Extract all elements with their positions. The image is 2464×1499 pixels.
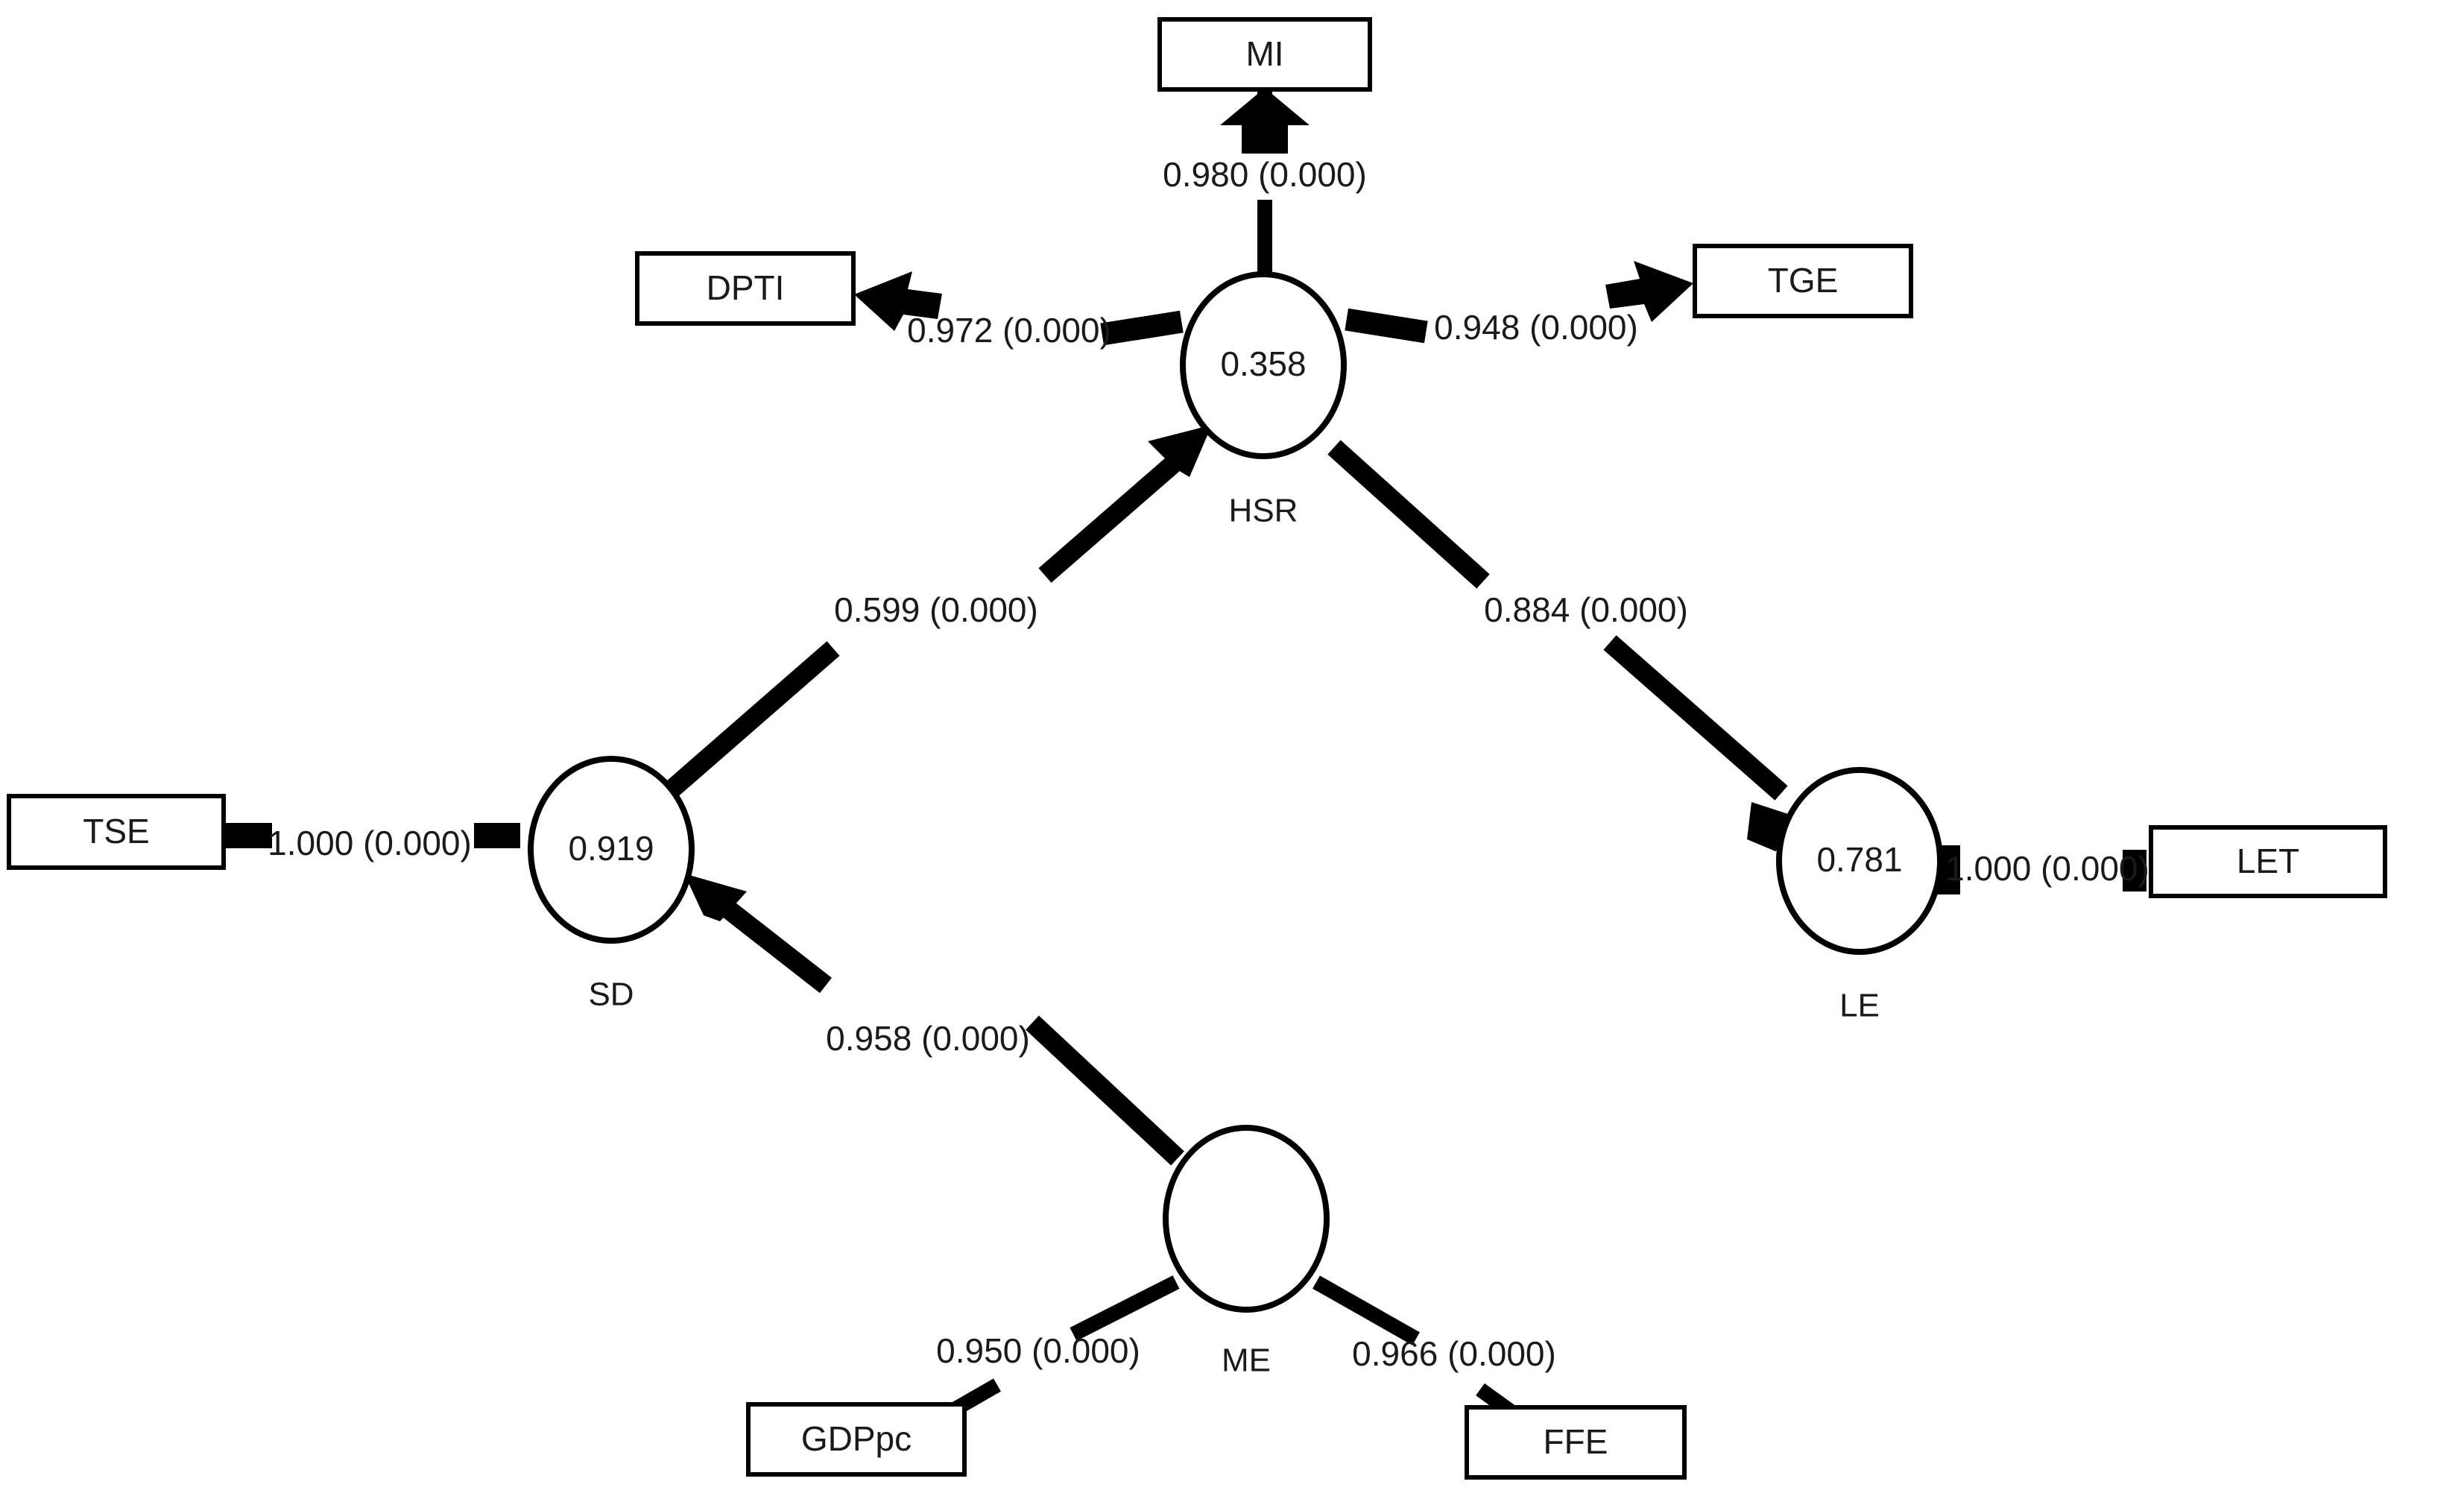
indicator-box-dpti-label: DPTI — [707, 268, 785, 307]
indicator-box-ffe-rect — [1465, 1405, 1687, 1480]
path-hsr-to-dpti-stub — [1100, 310, 1184, 346]
path-label-hsr-tge: 0.948 (0.000) — [1434, 308, 1638, 347]
construct-hsr-r-squared: 0.358 — [1220, 344, 1306, 383]
indicator-box-tge[interactable]: TGE — [1693, 244, 1913, 318]
construct-me-name: ME — [1222, 1342, 1271, 1379]
path-label-hsr-dpti: 0.972 (0.000) — [907, 311, 1111, 350]
path-hsr-to-le-segment-upper — [1327, 440, 1490, 589]
path-sd-to-hsr-segment-upper — [1038, 449, 1189, 583]
construct-circle-sd[interactable]: 0.919 SD — [528, 756, 695, 1013]
construct-circle-hsr[interactable]: 0.358 HSR — [1180, 271, 1347, 529]
path-me-to-gdppc-segment-upper — [1070, 1275, 1180, 1341]
path-sd-to-hsr — [664, 425, 1212, 798]
indicator-box-let-rect — [2149, 825, 2387, 898]
indicator-box-mi-rect — [1157, 17, 1372, 92]
construct-le-name: LE — [1839, 988, 1880, 1024]
path-me-to-sd-segment-lower — [1026, 1015, 1184, 1166]
path-sd-to-tse-stub-near-circle — [474, 823, 520, 848]
indicator-box-gdppc-label: GDPpc — [801, 1419, 912, 1458]
indicator-box-let[interactable]: LET — [2149, 825, 2387, 898]
path-le-to-let-stub-near-box — [2123, 850, 2146, 891]
path-hsr-to-tge-arrowhead — [1605, 261, 1693, 322]
construct-sd-r-squared: 0.919 — [568, 829, 654, 868]
path-me-to-sd-arrowhead — [684, 874, 747, 921]
path-hsr-to-le-segment-lower — [1603, 635, 1788, 801]
path-me-to-sd — [684, 874, 1184, 1166]
indicator-box-mi[interactable]: MI — [1157, 17, 1372, 92]
indicator-box-ffe-label: FFE — [1544, 1422, 1608, 1461]
path-hsr-to-dpti — [854, 271, 1184, 346]
indicator-box-tge-rect — [1693, 244, 1913, 318]
indicator-box-gdppc-rect — [746, 1402, 967, 1477]
path-hsr-to-le — [1327, 440, 1816, 851]
indicator-box-tse-rect — [7, 794, 226, 870]
path-label-me-sd: 0.958 (0.000) — [826, 1019, 1030, 1058]
indicator-box-tse[interactable]: TSE — [7, 794, 226, 870]
construct-hsr-name: HSR — [1229, 493, 1298, 529]
path-sd-to-hsr-arrowhead — [1148, 425, 1212, 477]
path-hsr-to-dpti-arrowhead — [854, 271, 942, 331]
path-label-hsr-le: 0.884 (0.000) — [1484, 590, 1688, 629]
path-label-me-ffe: 0.966 (0.000) — [1352, 1334, 1556, 1373]
path-label-sd-tse: 1.000 (0.000) — [268, 824, 472, 862]
path-sd-to-tse — [226, 823, 520, 848]
indicator-box-tge-label: TGE — [1768, 261, 1839, 300]
indicator-box-tse-label: TSE — [83, 812, 149, 851]
construct-circle-sd-shape — [528, 756, 695, 944]
path-label-sd-hsr: 0.599 (0.000) — [834, 590, 1038, 629]
construct-circle-me[interactable]: ME — [1163, 1125, 1330, 1379]
path-label-me-gdppc: 0.950 (0.000) — [936, 1331, 1140, 1370]
path-sd-to-tse-stub-near-box — [226, 823, 272, 848]
indicator-box-dpti-rect — [635, 251, 856, 326]
path-me-to-sd-segment-upper — [710, 892, 833, 994]
path-hsr-to-tge — [1345, 261, 1693, 344]
construct-circle-hsr-shape — [1180, 271, 1347, 459]
path-sd-to-hsr-segment-lower — [664, 641, 840, 798]
indicator-box-gdppc[interactable]: GDPpc — [746, 1402, 967, 1477]
construct-le-r-squared: 0.781 — [1816, 840, 1902, 879]
construct-circle-me-shape — [1163, 1125, 1330, 1313]
indicator-box-let-label: LET — [2237, 842, 2299, 880]
path-label-le-let: 1.000 (0.000) — [1945, 849, 2149, 888]
construct-sd-name: SD — [588, 976, 634, 1013]
indicator-box-ffe[interactable]: FFE — [1465, 1405, 1687, 1480]
path-hsr-to-tge-stub — [1345, 308, 1428, 344]
path-hsr-to-mi-arrowhead — [1220, 88, 1310, 154]
construct-circle-le[interactable]: 0.781 LE — [1776, 767, 1943, 1024]
indicator-box-dpti[interactable]: DPTI — [635, 251, 856, 326]
path-hsr-to-le-arrowhead — [1747, 802, 1816, 851]
path-label-hsr-mi: 0.980 (0.000) — [1163, 155, 1367, 194]
path-me-to-ffe-segment-upper — [1312, 1275, 1420, 1345]
indicator-box-mi-label: MI — [1245, 34, 1283, 73]
construct-circle-le-shape — [1776, 767, 1943, 955]
path-hsr-to-mi — [1220, 88, 1310, 274]
